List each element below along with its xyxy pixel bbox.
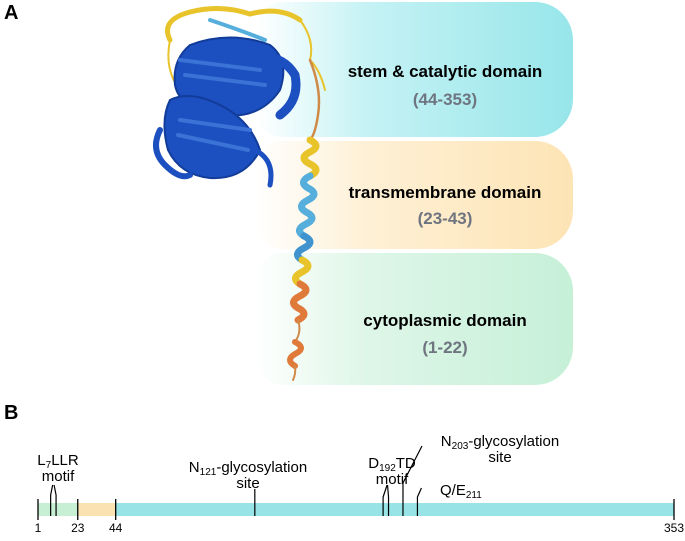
d192-marker-left bbox=[382, 484, 388, 516]
sequence-segment-1 bbox=[77, 503, 116, 516]
cytoplasmic-domain-name: cytoplasmic domain bbox=[363, 311, 527, 330]
feature-markers bbox=[50, 445, 423, 516]
cytoplasmic-domain-range: (1-22) bbox=[422, 338, 468, 357]
protein-structure-illustration bbox=[153, 6, 326, 381]
catalytic-domain-range: (44-353) bbox=[412, 90, 478, 109]
catalytic-domain-name: stem & catalytic domain bbox=[347, 62, 543, 81]
panel-label-b: B bbox=[4, 402, 19, 424]
residue-ticks bbox=[37, 499, 675, 520]
catalytic-domain-box: stem & catalytic domain (44-353) bbox=[255, 2, 573, 137]
tick-label-end: 353 bbox=[663, 521, 685, 535]
cytoplasmic-domain-box: cytoplasmic domain (1-22) bbox=[255, 253, 573, 385]
transmembrane-domain-range: (23-43) bbox=[417, 209, 473, 228]
cytoplasmic-tail bbox=[287, 280, 310, 381]
l7llr-marker-right bbox=[53, 484, 57, 516]
stem-linker bbox=[308, 58, 321, 142]
sequence-bar bbox=[38, 503, 675, 516]
qe211-marker bbox=[416, 487, 422, 516]
qe211-label: Q/E211 bbox=[440, 482, 482, 501]
catalytic-fold bbox=[153, 6, 326, 188]
n203-marker bbox=[402, 445, 423, 516]
transmembrane-helix bbox=[292, 136, 320, 288]
l7llr-marker-left bbox=[50, 484, 54, 516]
transmembrane-domain-name: transmembrane domain bbox=[348, 183, 542, 202]
tick-label-catalytic-start: 44 bbox=[109, 521, 123, 535]
d192-marker-right bbox=[386, 484, 390, 516]
tick-label-start: 1 bbox=[34, 521, 42, 535]
sequence-map bbox=[37, 445, 675, 520]
sequence-segment-2 bbox=[115, 503, 675, 516]
tick-label-tm-start: 23 bbox=[71, 521, 85, 535]
panel-label-a: A bbox=[4, 2, 19, 24]
sequence-segment-0 bbox=[38, 503, 78, 516]
